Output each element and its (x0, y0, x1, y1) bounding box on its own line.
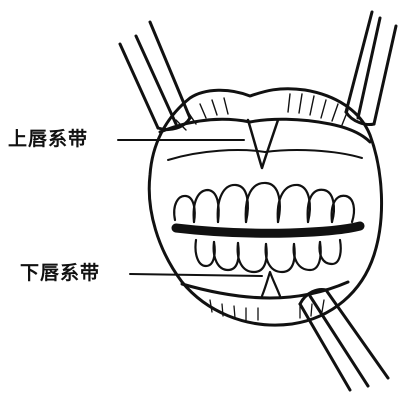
right-retractor (346, 12, 396, 125)
bite-gap (176, 226, 360, 233)
left-retractor (120, 22, 190, 130)
upper-teeth (174, 183, 354, 222)
upper-frenulum-label: 上唇系带 (8, 130, 88, 149)
lower-label-leader (130, 274, 262, 276)
upper-lip-inner (160, 119, 370, 142)
lower-frenulum (262, 272, 280, 296)
lower-frenulum-label: 下唇系带 (20, 264, 100, 283)
upper-frenulum (248, 120, 278, 168)
upper-lip-hatching (176, 94, 348, 130)
lower-teeth (195, 240, 340, 272)
lower-retractor (300, 290, 388, 390)
